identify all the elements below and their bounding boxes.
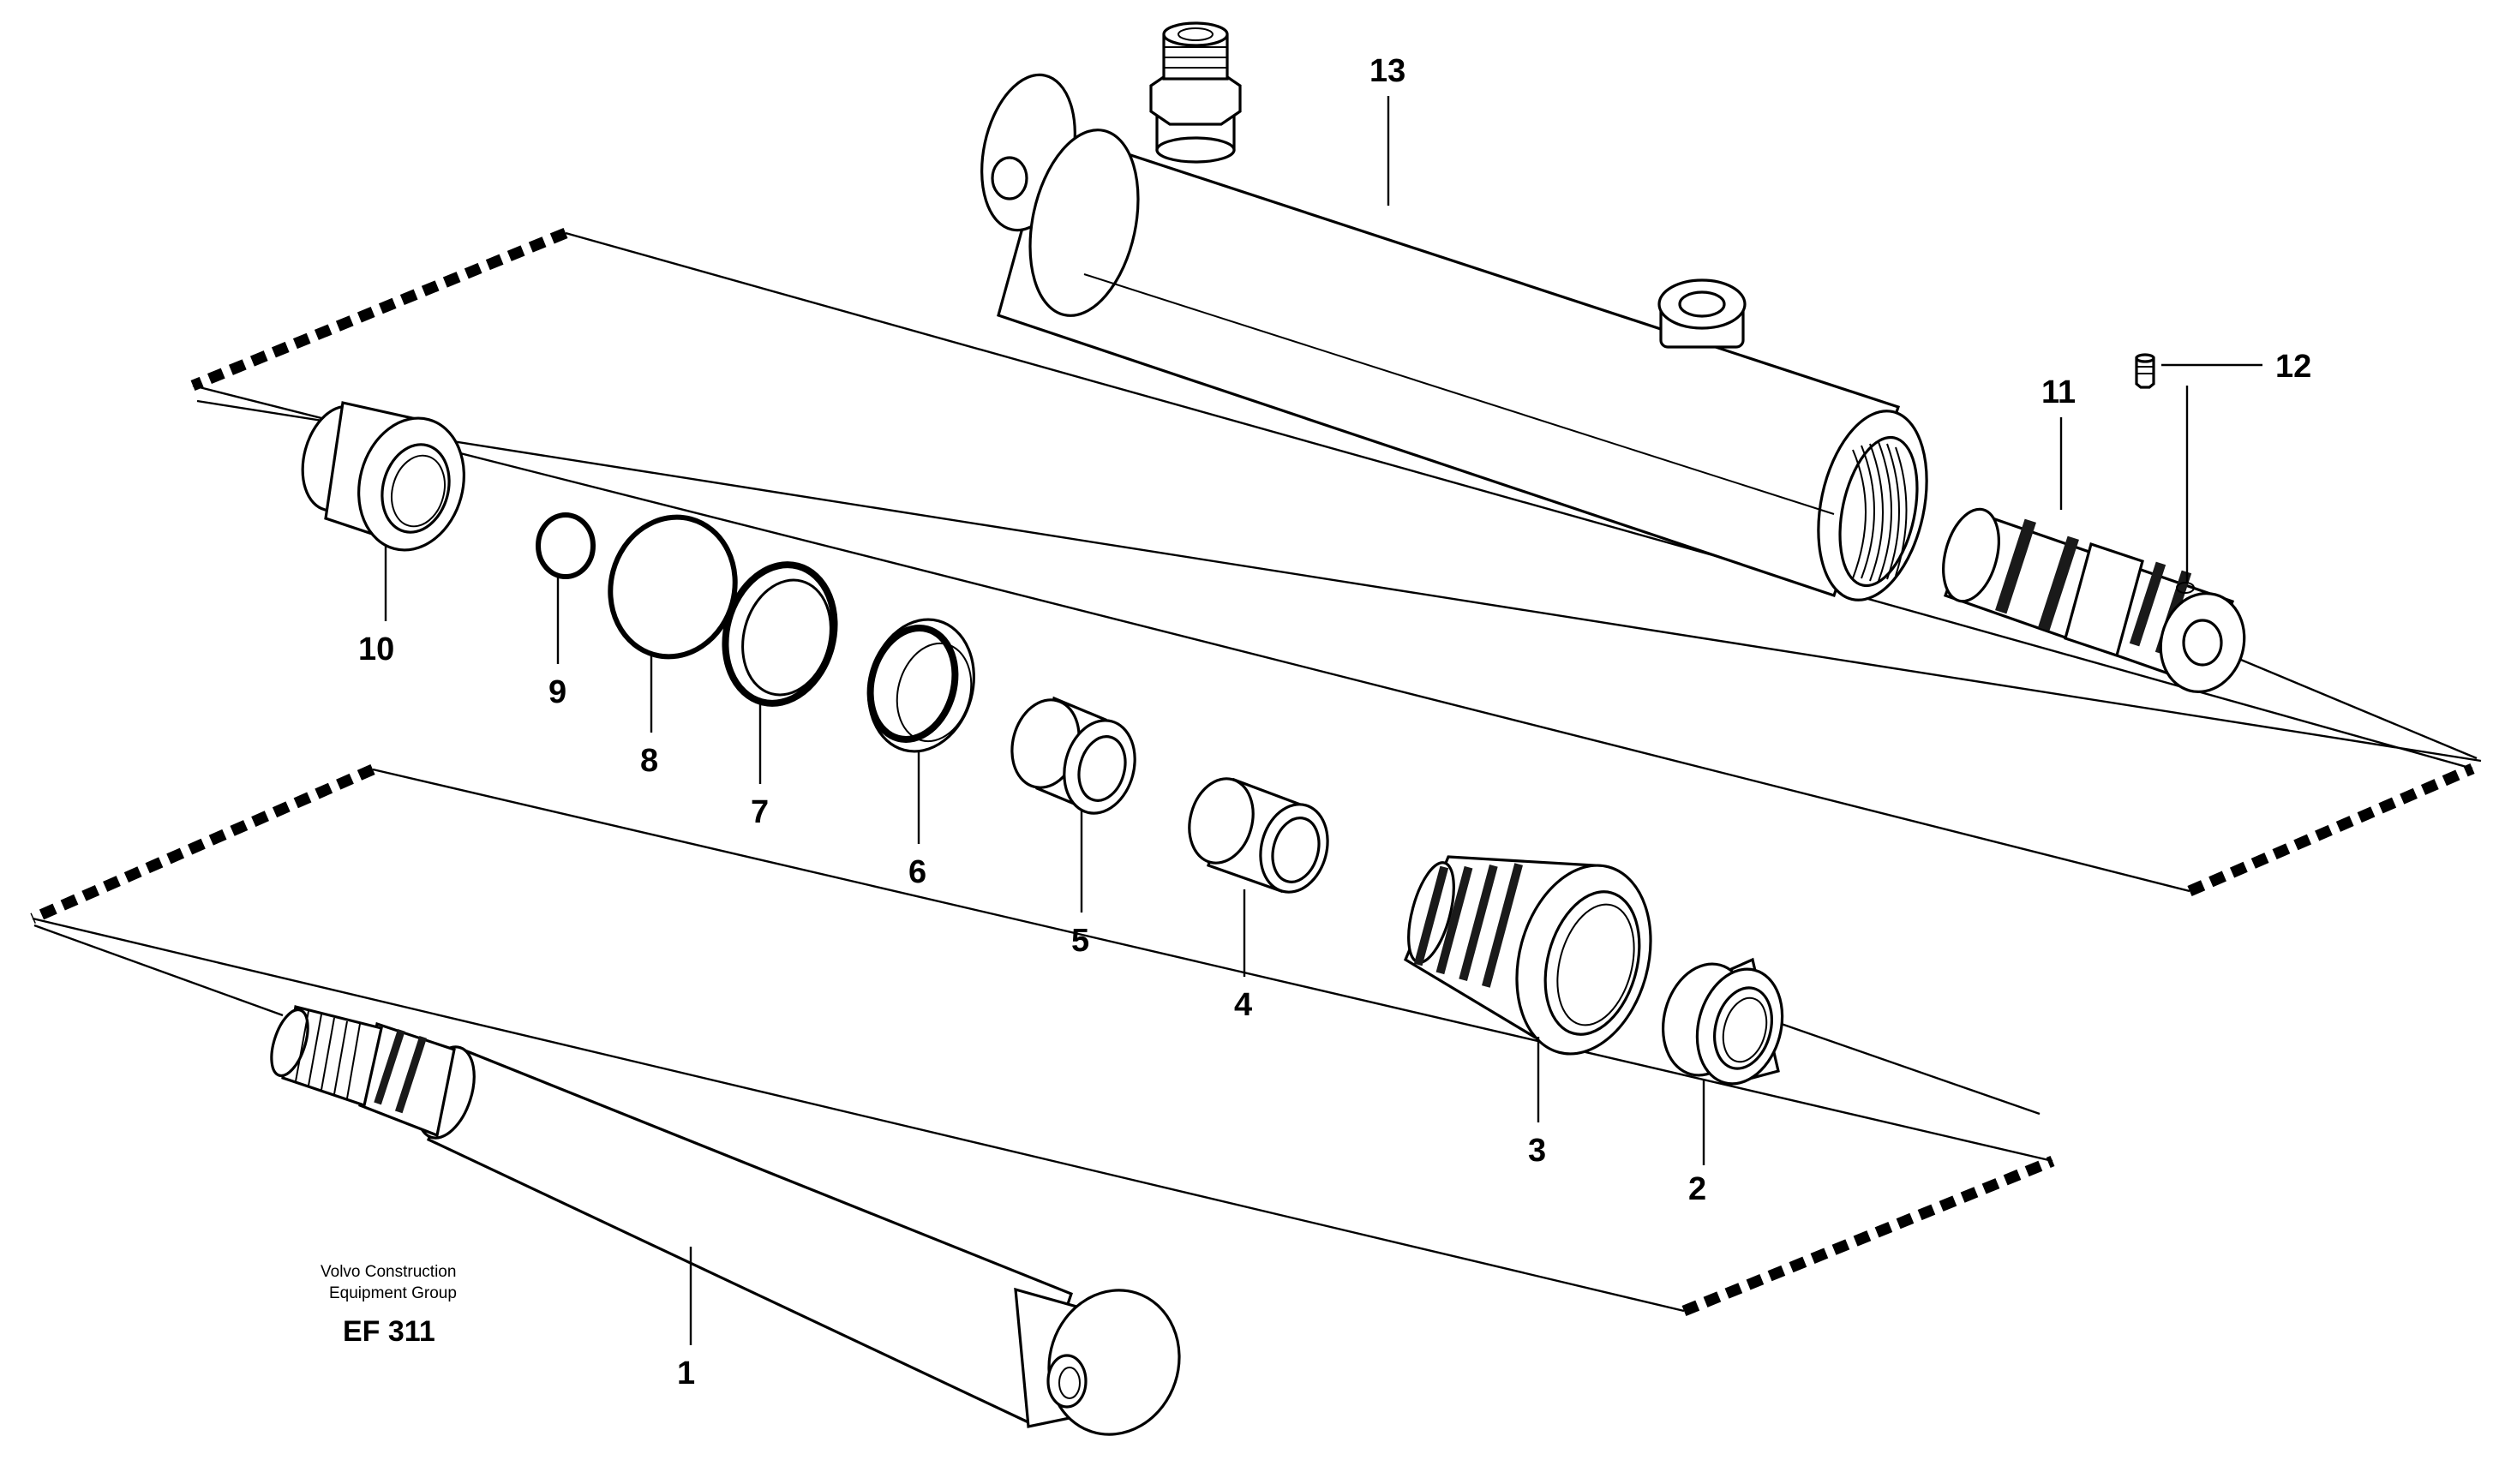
part-4-bushing [1188, 777, 1329, 894]
part-11-piston [1942, 507, 2246, 693]
callout-12: 12 [2275, 349, 2311, 385]
reference-plane-upper [190, 227, 2475, 896]
drawing-code: EF 311 [343, 1315, 435, 1348]
part-9-o-ring [536, 512, 596, 579]
part-2-nut [1661, 957, 1784, 1086]
drawing-credit: Volvo Construction Equipment Group EF 31… [321, 1263, 457, 1348]
callout-7: 7 [751, 794, 769, 830]
part-7-backup-ring [722, 561, 838, 707]
callout-2: 2 [1688, 1171, 1706, 1207]
reference-plane-lower [30, 764, 2055, 1317]
callout-10: 10 [358, 631, 394, 667]
callout-5: 5 [1071, 923, 1089, 959]
callout-8: 8 [640, 743, 658, 779]
part-13-cylinder-tube [980, 21, 1928, 601]
callout-1: 1 [677, 1355, 695, 1391]
part-6-seal [866, 618, 975, 753]
part-12-grease-nipple [2135, 353, 2189, 582]
part-3-piston-body [1403, 855, 1652, 1056]
callout-6: 6 [908, 854, 926, 890]
callout-3: 3 [1528, 1133, 1546, 1169]
credit-line-2: Equipment Group [329, 1284, 457, 1302]
callout-13: 13 [1369, 53, 1405, 89]
part-10-cylinder-head [301, 401, 465, 552]
callout-11: 11 [2041, 374, 2076, 410]
part-1-piston-rod [270, 1005, 1181, 1436]
part-5-guide-ring [1010, 696, 1136, 815]
callout-4: 4 [1234, 987, 1252, 1023]
leader-lines [384, 96, 2262, 1345]
callout-9: 9 [548, 674, 566, 710]
credit-line-1: Volvo Construction [321, 1263, 456, 1281]
callout-numbers: 1 2 3 4 5 6 7 8 9 10 11 12 13 [358, 53, 2311, 1391]
